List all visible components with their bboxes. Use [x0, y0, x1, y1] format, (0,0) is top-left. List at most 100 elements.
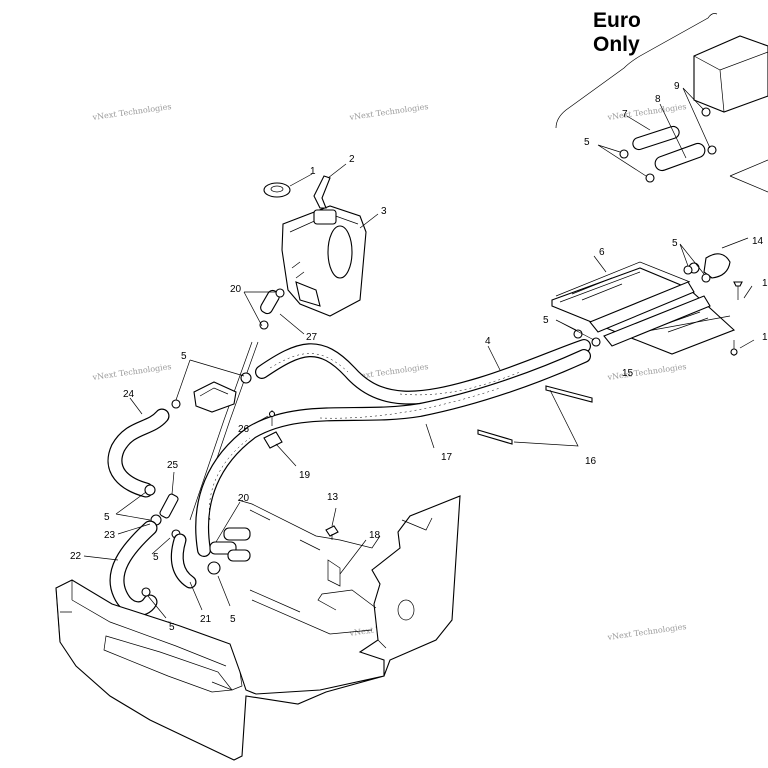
leader-16	[513, 389, 579, 447]
callout-20-lower: 20	[238, 493, 250, 504]
skid-plate	[55, 495, 461, 761]
hose-4	[255, 339, 591, 405]
leader-5-d	[217, 575, 231, 607]
reservoir-cap	[263, 182, 291, 198]
inset-clamp	[619, 149, 629, 159]
leader-6	[593, 255, 607, 273]
fitting-25	[159, 493, 179, 519]
bolt-right	[733, 281, 753, 300]
leader-5-top	[175, 359, 245, 401]
callout-23: 23	[104, 530, 116, 541]
callout-2: 2	[349, 154, 355, 165]
callout-7: 7	[622, 109, 628, 120]
euro-label-line1: Euro	[593, 9, 641, 32]
callout-15: 15	[622, 368, 634, 379]
leader-14	[721, 237, 749, 249]
leader-5-hx	[679, 243, 705, 275]
callout-18: 18	[369, 530, 381, 541]
callout-24: 24	[123, 389, 135, 400]
inset-clamp	[645, 173, 655, 183]
leader-1	[289, 173, 313, 187]
watermark: vNext Technologies	[606, 362, 687, 382]
overflow-tube	[313, 175, 331, 209]
inset-box-edge	[693, 51, 768, 113]
clamp-5	[171, 399, 181, 409]
reservoir-hose-27	[259, 288, 285, 330]
callout-9: 9	[674, 81, 680, 92]
watermark: vNext Technologies	[606, 622, 687, 642]
inset-panel-edge	[729, 159, 768, 193]
callout-5-d: 5	[230, 614, 236, 625]
euro-only-inset: Euro Only	[555, 9, 768, 193]
callout-5-top: 5	[181, 351, 187, 362]
callout-partial-bottom: 1	[762, 332, 768, 343]
callout-22: 22	[70, 551, 82, 562]
leader-2	[327, 163, 347, 179]
leader-7	[626, 115, 651, 131]
callout-25: 25	[167, 460, 179, 471]
leader-4	[487, 345, 501, 371]
leader-9	[682, 87, 711, 149]
watermark: vNext Technologies	[91, 102, 172, 122]
leader-5-low	[147, 595, 167, 619]
cable-tie-16	[477, 385, 593, 445]
leader-5-inset	[597, 144, 647, 177]
coolant-reservoir	[281, 205, 367, 317]
callout-20-top: 20	[230, 284, 242, 295]
euro-label-line2: Only	[593, 33, 640, 56]
callout-19: 19	[299, 470, 311, 481]
hose-24	[107, 408, 170, 498]
callout-5-hx: 5	[672, 238, 678, 249]
hose-21	[170, 533, 197, 589]
leader-23	[117, 523, 151, 535]
inset-box	[693, 35, 768, 113]
callout-partial-top: 1	[762, 278, 768, 289]
leader-17	[425, 423, 435, 449]
clamp-5	[240, 372, 252, 384]
leader-27	[279, 313, 305, 335]
watermark: vNext Technologies	[606, 102, 687, 122]
callout-4: 4	[485, 336, 491, 347]
callout-8: 8	[655, 94, 661, 105]
clamp-5	[701, 273, 711, 283]
callout-6: 6	[599, 247, 605, 258]
callout-5-left: 5	[104, 512, 110, 523]
callout-16: 16	[585, 456, 597, 467]
leader-20-lower	[215, 501, 241, 543]
inset-tube-7	[632, 125, 680, 151]
callout-26: 26	[238, 424, 250, 435]
callout-3: 3	[381, 206, 387, 217]
callout-14: 14	[752, 236, 764, 247]
callout-13: 13	[327, 492, 339, 503]
watermark: vNext Technologies	[91, 362, 172, 382]
nut-right	[730, 339, 755, 356]
leader-19	[275, 443, 297, 467]
leader-13	[331, 507, 337, 527]
leader-25	[171, 471, 175, 495]
leader-26	[253, 415, 269, 425]
callout-5-inset: 5	[584, 137, 590, 148]
fittings-20-lower	[207, 527, 251, 575]
clamp-5	[141, 587, 151, 597]
leader-5-c	[151, 537, 171, 555]
leader-5-mid	[555, 319, 595, 341]
heat-exchanger	[551, 261, 736, 355]
watermark: vNext Technologies	[348, 102, 429, 122]
leader-21	[189, 581, 203, 611]
coupler-14	[688, 253, 731, 279]
leader-5-left	[115, 491, 151, 521]
leader-8	[659, 103, 687, 159]
clamp-5	[144, 484, 156, 496]
fastener-26	[268, 410, 276, 426]
leader-18	[339, 539, 367, 575]
clip-19	[263, 431, 283, 449]
hose-22	[109, 520, 158, 617]
tee-fitting	[193, 381, 237, 413]
leader-22	[83, 555, 119, 561]
inset-clamp	[707, 145, 717, 155]
leader-24	[129, 397, 143, 415]
fastener-13	[325, 525, 339, 540]
callout-5-mid: 5	[543, 315, 549, 326]
callout-5-low: 5	[169, 622, 175, 633]
